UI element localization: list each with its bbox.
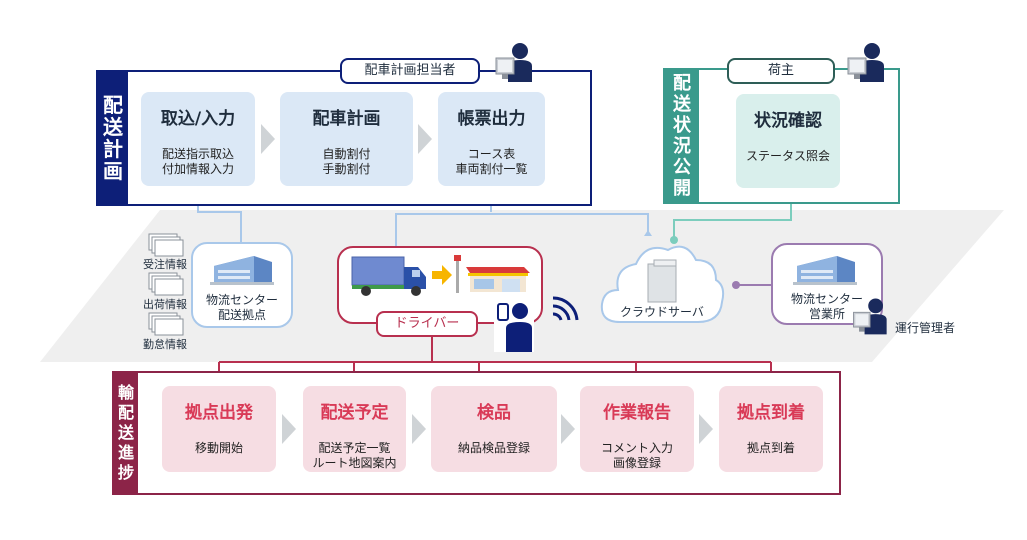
planning-step-dispatch[interactable]: 配車計画 自動割付 手動割付	[280, 92, 413, 186]
chevron-right-icon	[699, 414, 713, 444]
step-desc: コース表 車両割付一覧	[438, 147, 545, 177]
chevron-right-icon	[418, 124, 432, 154]
step-title: 状況確認	[754, 111, 822, 131]
step-desc-line: 納品検品登録	[457, 441, 530, 455]
node-line: 物流センター	[790, 292, 863, 306]
label-char: 進	[117, 443, 134, 462]
step-desc-line: 自動割付	[322, 147, 371, 161]
step-desc: 配送予定一覧 ルート地図案内	[303, 441, 406, 471]
label-char: 配	[673, 73, 691, 94]
operator-at-computer-icon	[495, 43, 532, 82]
step-desc-line: 配送指示取込	[161, 147, 234, 161]
node-line: 配送拠点	[217, 308, 266, 322]
node-line: 物流センター	[205, 293, 278, 307]
progress-step-depart[interactable]: 拠点出発 移動開始	[162, 386, 276, 472]
step-title: 配送予定	[320, 403, 389, 423]
label-char: 状	[673, 115, 691, 136]
progress-step-inspection[interactable]: 検品 納品検品登録	[431, 386, 557, 472]
progress-step-work-report[interactable]: 作業報告 コメント入力 画像登録	[580, 386, 694, 472]
step-desc-line: ルート地図案内	[312, 456, 397, 470]
label-char: 配	[117, 403, 134, 422]
label-char: 公	[673, 157, 691, 178]
step-desc-line: 拠点到着	[746, 441, 795, 455]
driver-role-tag: ドライバー	[376, 311, 478, 337]
cloud-server-label: クラウドサーバ	[620, 305, 704, 319]
label-char: 況	[673, 136, 691, 157]
status-step-check[interactable]: 状況確認 ステータス照会	[736, 94, 840, 188]
planner-role-tag: 配車計画担当者	[340, 58, 480, 84]
step-desc-line: 付加情報入力	[161, 162, 234, 176]
warehouse-building-icon	[793, 256, 857, 285]
step-title: 拠点出発	[185, 403, 253, 423]
wireless-signal-icon	[552, 296, 579, 321]
document-stack-icon	[148, 233, 184, 257]
cloud-server-icon[interactable]	[598, 234, 726, 326]
label-char: 送	[103, 115, 123, 139]
label-char: 送	[117, 423, 134, 442]
driver-with-tablet-icon	[494, 298, 534, 352]
operator-at-computer-icon	[847, 43, 884, 82]
step-desc: 配送指示取込 付加情報入力	[141, 147, 255, 177]
step-desc-line: コース表	[467, 147, 516, 161]
shipper-role-tag: 荷主	[727, 58, 835, 84]
step-title: 取込/入力	[160, 109, 236, 129]
label-char: 計	[103, 137, 123, 161]
progress-step-arrive[interactable]: 拠点到着 拠点到着	[719, 386, 823, 472]
step-title: 作業報告	[603, 403, 671, 423]
planning-side-label: 配 送 計 画	[98, 72, 128, 204]
step-desc: 移動開始	[162, 441, 276, 456]
step-desc: 納品検品登録	[431, 441, 557, 456]
chevron-right-icon	[282, 414, 296, 444]
step-desc-line: 手動割付	[322, 162, 371, 176]
convenience-store-icon	[454, 255, 530, 293]
doc-label-shipments: 出荷情報	[143, 298, 187, 311]
chevron-right-icon	[412, 414, 426, 444]
operator-at-computer-icon	[853, 298, 887, 335]
step-title: 拠点到着	[737, 403, 805, 423]
chevron-right-icon	[261, 124, 275, 154]
warehouse-building-icon	[210, 256, 274, 285]
node-line: 営業所	[808, 307, 845, 321]
step-desc: 拠点到着	[719, 441, 823, 456]
label-char: 輸	[117, 383, 134, 402]
label-char: 画	[103, 159, 123, 183]
step-desc-line: コメント入力	[600, 441, 673, 455]
step-desc-line: 車両割付一覧	[455, 162, 528, 176]
distribution-center-label: 物流センター 配送拠点	[193, 293, 291, 323]
step-title: 帳票出力	[457, 109, 526, 129]
doc-label-attendance: 勤怠情報	[143, 338, 187, 351]
step-title: 配車計画	[312, 109, 381, 129]
status-side-label: 配 送 状 況 公 開	[665, 70, 699, 202]
step-desc: 自動割付 手動割付	[280, 147, 413, 177]
arrow-right-icon	[432, 265, 452, 285]
document-stack-icon	[148, 272, 184, 296]
progress-step-schedule[interactable]: 配送予定 配送予定一覧 ルート地図案内	[303, 386, 406, 472]
step-desc-line: 移動開始	[194, 441, 243, 455]
step-desc-line: 画像登録	[612, 456, 661, 470]
planning-step-import[interactable]: 取込/入力 配送指示取込 付加情報入力	[141, 92, 255, 186]
document-stack-icon	[148, 312, 184, 336]
planning-step-report[interactable]: 帳票出力 コース表 車両割付一覧	[438, 92, 545, 186]
label-char: 送	[673, 94, 691, 115]
label-char: 配	[103, 93, 123, 117]
chevron-right-icon	[561, 414, 575, 444]
step-title: 検品	[477, 403, 511, 423]
step-desc: ステータス照会	[736, 149, 840, 164]
doc-label-orders: 受注情報	[143, 258, 187, 271]
truck-icon	[351, 256, 426, 296]
step-desc-line: 配送予定一覧	[318, 441, 391, 455]
step-desc: コメント入力 画像登録	[580, 441, 694, 471]
progress-side-label: 輸 配 送 進 捗	[114, 373, 138, 493]
step-desc-line: ステータス照会	[745, 149, 830, 163]
sales-office-label: 物流センター 営業所	[773, 292, 881, 322]
label-char: 捗	[117, 463, 134, 482]
operations-manager-label: 運行管理者	[895, 321, 956, 335]
label-char: 開	[673, 178, 691, 199]
